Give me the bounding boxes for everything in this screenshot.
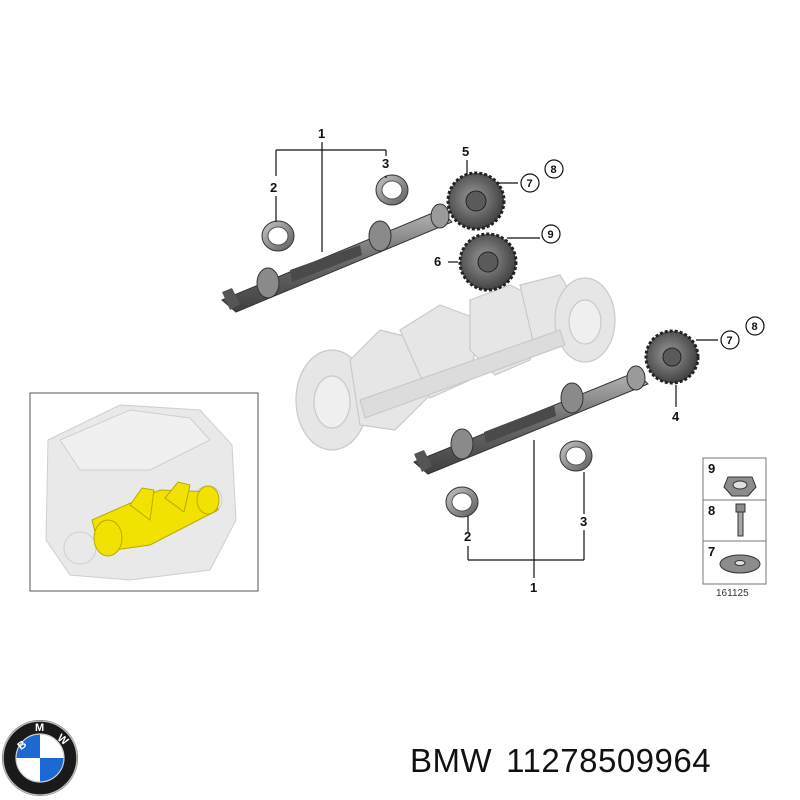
gear-5 [446, 171, 506, 231]
svg-text:M: M [35, 722, 44, 734]
hex-nut-icon [723, 476, 757, 497]
callout-lower-2: 2 [464, 529, 471, 544]
callout-upper-1: 1 [318, 126, 325, 141]
upper-balance-shaft [221, 203, 453, 313]
caption-part-number: 11278509964 [506, 742, 712, 779]
highlighted-crankshaft [91, 481, 220, 557]
lower-balance-shaft [413, 365, 649, 475]
callout-upper-8-circle: 8 [544, 159, 564, 179]
callout-upper-5: 5 [462, 144, 469, 159]
upper-bearing-left [261, 220, 295, 252]
lower-bearing-right [559, 440, 593, 472]
callout-upper-9-circle: 9 [541, 224, 561, 244]
gear-4 [644, 329, 700, 385]
callout-lower-4: 4 [672, 409, 680, 424]
legend-number-9: 9 [708, 461, 715, 476]
bmw-roundel-icon: B M W [2, 720, 78, 796]
callout-upper-3: 3 [382, 156, 389, 171]
leader-lines [275, 142, 718, 578]
legend-number-7: 7 [708, 544, 715, 559]
callout-lower-7-circle: 7 [720, 330, 740, 350]
callout-upper-8: 8 [551, 164, 557, 176]
callout-upper-9: 9 [548, 229, 554, 241]
callout-upper-7: 7 [527, 178, 533, 190]
callout-upper-6: 6 [434, 254, 441, 269]
diagram-code: 161125 [716, 588, 749, 599]
callout-upper-7-circle: 7 [520, 173, 540, 193]
callout-upper-2: 2 [270, 180, 277, 195]
callout-lower-7: 7 [727, 335, 733, 347]
callout-lower-8-circle: 8 [745, 316, 765, 336]
callout-lower-8: 8 [752, 321, 758, 333]
crankshaft-ghost [295, 274, 616, 451]
callout-lower-1: 1 [530, 580, 537, 595]
upper-bearing-right [375, 174, 409, 206]
callout-lower-3: 3 [580, 514, 587, 529]
gear-6 [458, 232, 518, 292]
fastener-legend: 9 8 7 [702, 457, 767, 585]
bolt-icon [735, 503, 746, 537]
engine-inset [29, 392, 259, 592]
lower-bearing-left [445, 486, 479, 518]
legend-number-8: 8 [708, 503, 715, 518]
part-caption: BMW 11278509964 [410, 742, 725, 780]
washer-icon [719, 554, 761, 574]
caption-brand: BMW [410, 742, 493, 779]
